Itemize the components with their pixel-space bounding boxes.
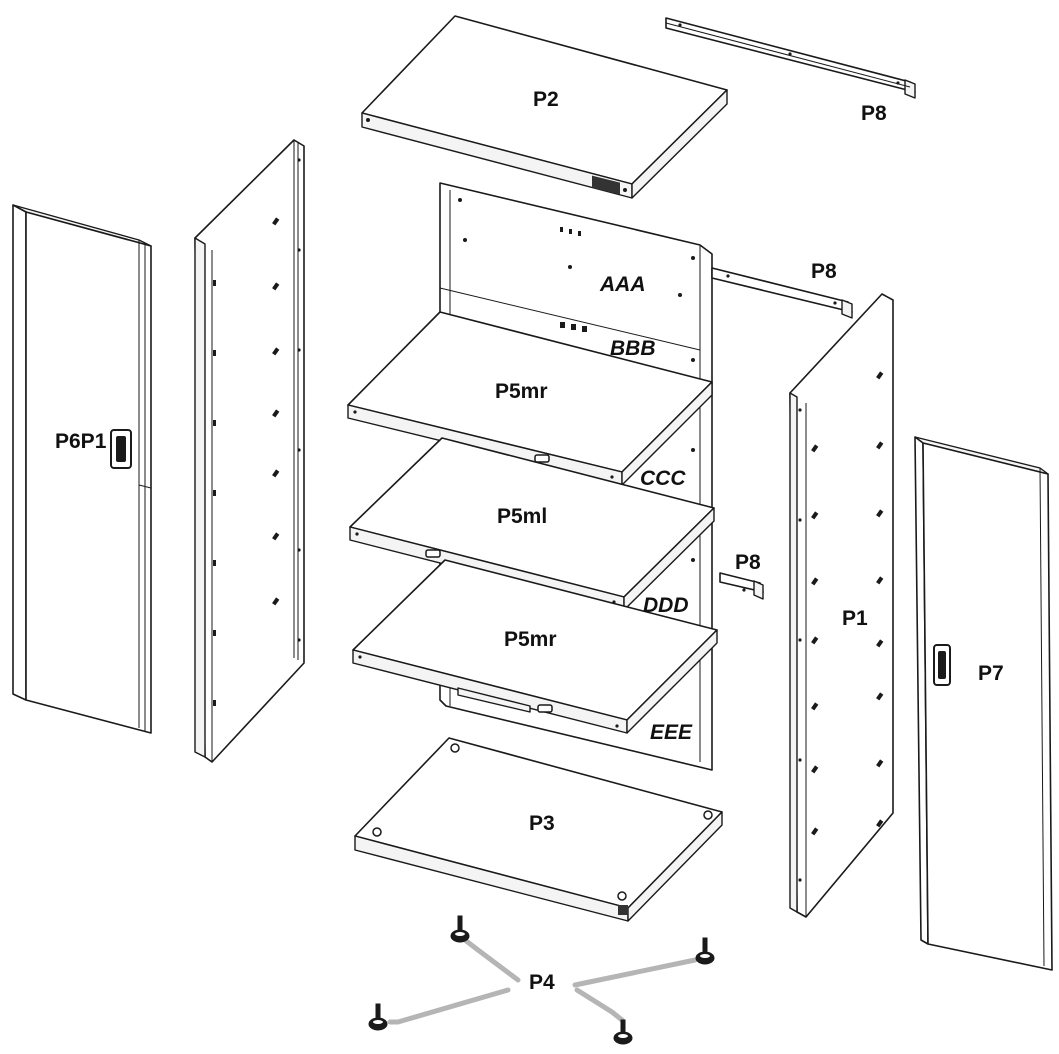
label-top-panel: P2 — [533, 88, 559, 111]
mark-ccc: CCC — [640, 467, 686, 490]
mark-ddd: DDD — [643, 594, 689, 617]
bottom-panel — [354, 737, 723, 922]
shelf-upper — [347, 311, 713, 486]
label-shelf-lower: P5mr — [504, 628, 557, 651]
label-feet: P4 — [529, 971, 555, 994]
label-right-door: P7 — [978, 662, 1004, 685]
foot-3 — [695, 937, 715, 965]
top-panel — [361, 15, 728, 199]
foot-1 — [450, 915, 470, 943]
leader-line-4 — [574, 987, 625, 1023]
label-bottom-panel: P3 — [529, 812, 555, 835]
label-shelf-middle: P5ml — [497, 505, 547, 528]
foot-2 — [368, 1003, 388, 1031]
top-rail — [665, 17, 916, 99]
mark-aaa: AAA — [599, 273, 646, 296]
right-side-panel — [789, 293, 894, 918]
label-left-door: P6P1 — [55, 430, 107, 453]
label-right-side: P1 — [842, 607, 868, 630]
left-side-panel — [194, 139, 305, 763]
low-rail — [719, 572, 764, 600]
shelf-lower — [352, 559, 718, 734]
right-door — [914, 436, 1053, 971]
left-door — [12, 204, 152, 734]
mark-bbb: BBB — [610, 337, 656, 360]
mark-eee: EEE — [650, 721, 693, 744]
leader-line-3 — [572, 957, 698, 988]
mid-rail — [711, 267, 853, 319]
leader-line-2 — [387, 987, 511, 1025]
label-shelf-upper: P5mr — [495, 380, 548, 403]
label-low-rail: P8 — [735, 551, 761, 574]
label-top-rail: P8 — [861, 102, 887, 125]
feet-group — [368, 915, 715, 1045]
label-mid-rail: P8 — [811, 260, 837, 283]
leader-line-1 — [462, 937, 521, 983]
foot-4 — [613, 1019, 633, 1045]
